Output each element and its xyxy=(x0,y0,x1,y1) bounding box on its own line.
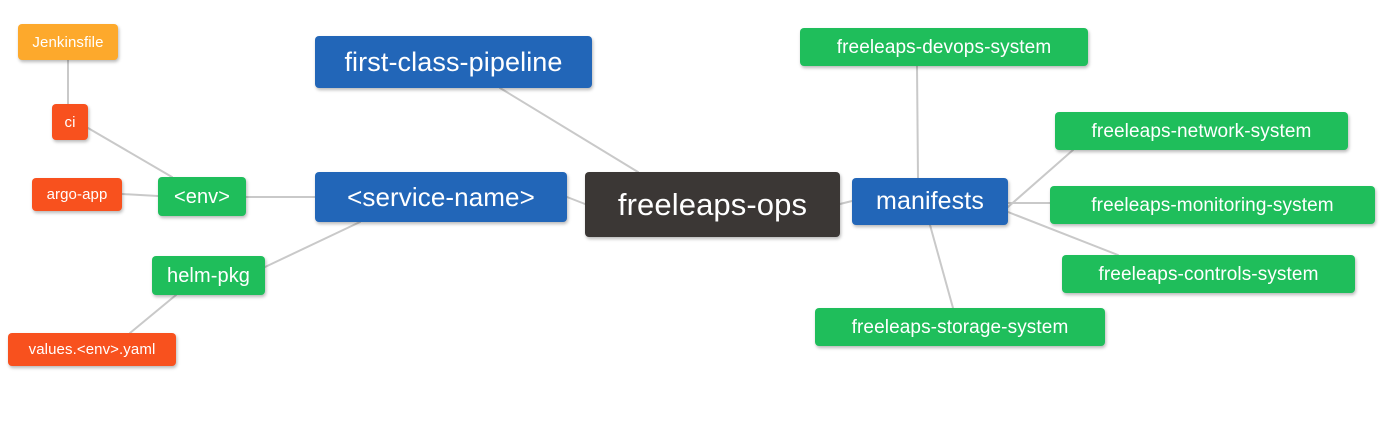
mindmap-node-label: ci xyxy=(64,113,76,131)
edge-manifests-to-freeleaps-storage-system xyxy=(929,224,954,309)
edge-env-to-argo-app xyxy=(121,193,159,197)
edge-manifests-to-freeleaps-devops-system xyxy=(916,65,919,179)
mindmap-node-label: Jenkinsfile xyxy=(32,33,104,51)
mindmap-node-freeleaps-storage-system[interactable]: freeleaps-storage-system xyxy=(815,308,1105,346)
mindmap-node-label: argo-app xyxy=(46,186,108,203)
mindmap-node-env[interactable]: <env> xyxy=(158,177,246,216)
mindmap-node-freeleaps-devops-system[interactable]: freeleaps-devops-system xyxy=(800,28,1088,66)
mindmap-node-label: freeleaps-monitoring-system xyxy=(1091,194,1334,216)
edge-freeleaps-ops-to-first-class-pipeline xyxy=(499,87,639,173)
mindmap-node-label: freeleaps-network-system xyxy=(1091,120,1312,142)
mindmap-node-freeleaps-ops[interactable]: freeleaps-ops xyxy=(585,172,840,237)
mindmap-node-helm-pkg[interactable]: helm-pkg xyxy=(152,256,265,295)
mindmap-node-label: <env> xyxy=(173,185,231,208)
mindmap-node-label: values.<env>.yaml xyxy=(28,341,156,358)
mindmap-node-label: freeleaps-storage-system xyxy=(851,316,1069,338)
mindmap-node-jenkinsfile[interactable]: Jenkinsfile xyxy=(18,24,118,60)
mindmap-node-label: freeleaps-ops xyxy=(617,187,808,222)
mindmap-node-first-class-pipeline[interactable]: first-class-pipeline xyxy=(315,36,592,88)
mindmap-node-values-env-yaml[interactable]: values.<env>.yaml xyxy=(8,333,176,366)
mindmap-node-label: manifests xyxy=(876,187,984,215)
mindmap-node-freeleaps-network-system[interactable]: freeleaps-network-system xyxy=(1055,112,1348,150)
mindmap-node-service-name[interactable]: <service-name> xyxy=(315,172,567,222)
mindmap-node-argo-app[interactable]: argo-app xyxy=(32,178,122,211)
mindmap-node-manifests[interactable]: manifests xyxy=(852,178,1008,225)
edge-freeleaps-ops-to-manifests xyxy=(839,200,853,205)
mindmap-node-label: helm-pkg xyxy=(166,264,251,287)
mindmap-node-ci[interactable]: ci xyxy=(52,104,88,140)
mindmap-node-freeleaps-controls-system[interactable]: freeleaps-controls-system xyxy=(1062,255,1355,293)
edge-helm-pkg-to-values-env-yaml xyxy=(129,294,177,334)
mindmap-node-label: freeleaps-devops-system xyxy=(836,36,1052,58)
edge-service-name-to-helm-pkg xyxy=(264,221,361,268)
mindmap-node-label: <service-name> xyxy=(347,182,535,212)
edge-env-to-ci xyxy=(87,127,173,178)
mindmap-node-freeleaps-monitoring-system[interactable]: freeleaps-monitoring-system xyxy=(1050,186,1375,224)
edge-freeleaps-ops-to-service-name xyxy=(566,196,586,205)
mindmap-node-label: freeleaps-controls-system xyxy=(1098,263,1319,285)
mindmap-node-label: first-class-pipeline xyxy=(344,46,563,77)
